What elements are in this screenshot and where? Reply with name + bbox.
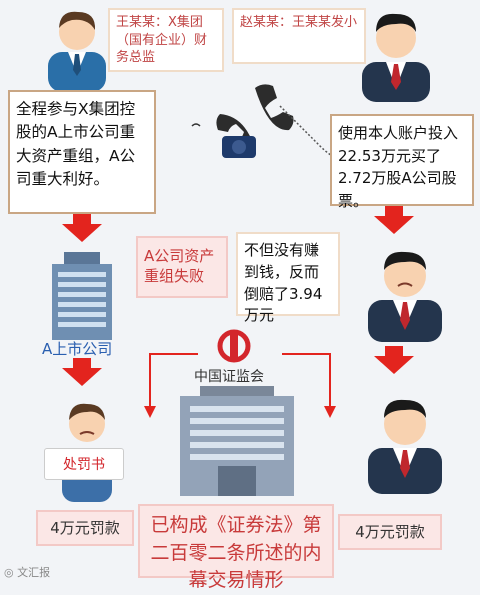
arrow-down-icon xyxy=(62,224,102,242)
phone-call-icon xyxy=(191,84,340,161)
person-wang-icon xyxy=(48,11,106,92)
zhao-description: 赵某某：王某某发小 xyxy=(232,8,366,64)
fine-left-box: 4万元罚款 xyxy=(36,510,134,546)
arrow-stem xyxy=(73,214,91,224)
watermark-icon: ◎ xyxy=(4,566,14,579)
fine-right-text: 4万元罚款 xyxy=(355,523,425,541)
csrc-logo-icon xyxy=(217,329,251,363)
company-label: A上市公司 xyxy=(42,340,113,358)
arrow-down-icon xyxy=(374,356,414,374)
fine-right-box: 4万元罚款 xyxy=(338,514,442,550)
person-worried-icon xyxy=(368,251,442,342)
csrc-building-icon xyxy=(180,386,294,496)
person-zhao-bottom-icon xyxy=(368,399,442,494)
arrow-down-icon xyxy=(62,368,102,386)
person-penalized-icon xyxy=(62,403,112,502)
arrow-stem xyxy=(73,358,91,368)
wang-description: 王某某：X集团（国有企业）财务总监 xyxy=(108,8,224,72)
conclusion-box: 已构成《证券法》第二百零二条所述的内幕交易情形 xyxy=(138,504,334,591)
penalty-doc-label: 处罚书 xyxy=(63,457,105,473)
conclusion-text: 已构成《证券法》第二百零二条所述的内幕交易情形 xyxy=(150,514,322,592)
arrow-stem xyxy=(385,346,403,356)
failure-box: A公司资产重组失败 xyxy=(136,236,228,298)
loss-box: 不但没有赚到钱，反而倒赔了3.94万元 xyxy=(236,232,340,324)
arrow-stem xyxy=(385,206,403,216)
watermark: ◎ 文汇报 xyxy=(4,564,50,580)
loss-text: 不但没有赚到钱，反而倒赔了3.94万元 xyxy=(244,241,323,325)
left-info-text: 全程参与X集团控股的A上市公司重大资产重组，A公司重大利好。 xyxy=(16,100,136,188)
watermark-text: 文汇报 xyxy=(17,566,51,579)
arrow-down-icon xyxy=(374,216,414,234)
fine-left-text: 4万元罚款 xyxy=(50,519,120,537)
failure-text: A公司资产重组失败 xyxy=(144,247,215,286)
right-info-box: 使用本人账户投入22.53万元买了2.72万股A公司股票。 xyxy=(330,114,474,210)
building-icon xyxy=(52,252,112,340)
wang-label: 王某某：X集团（国有企业）财务总监 xyxy=(116,15,208,66)
right-info-text: 使用本人账户投入22.53万元买了2.72万股A公司股票。 xyxy=(338,124,459,210)
left-info-box: 全程参与X集团控股的A上市公司重大资产重组，A公司重大利好。 xyxy=(8,90,156,214)
zhao-label: 赵某某：王某某发小 xyxy=(240,15,358,30)
person-zhao-icon xyxy=(362,13,430,102)
penalty-document: 处罚书 xyxy=(44,448,124,480)
csrc-label: 中国证监会 xyxy=(194,369,264,385)
connector-lines xyxy=(144,353,336,418)
